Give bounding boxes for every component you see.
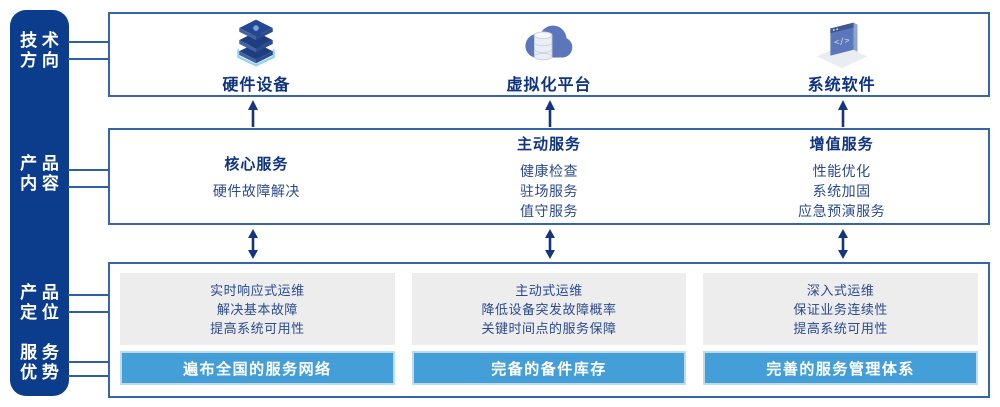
position-description-panel: 深入式运维 保证业务连续性 提高系统可用性 — [703, 273, 979, 345]
service-column-title: 增值服务 — [809, 135, 874, 153]
connector-line — [68, 294, 108, 296]
connector-line — [68, 186, 108, 188]
service-column-title: 核心服务 — [224, 155, 289, 173]
position-line: 实时响应式运维 — [210, 282, 305, 298]
product-position-panel: 实时响应式运维 解决基本故障 提高系统可用性 遍布全国的服务网络 主动式运维 降… — [108, 262, 990, 398]
position-line: 主动式运维 — [515, 282, 583, 298]
sidebar-label-line: 产 品 — [20, 283, 59, 302]
position-line: 深入式运维 — [806, 282, 875, 298]
advantage-badge: 完备的备件库存 — [411, 351, 687, 385]
tech-item-hardware: 硬件设备 — [110, 14, 403, 95]
product-content-panel: 核心服务 硬件故障解决 主动服务 健康检查 驻场服务 值守服务 增值服务 性能优… — [108, 128, 990, 225]
sidebar-label-line: 定 位 — [20, 303, 59, 322]
service-item: 驻场服务 — [520, 182, 578, 199]
position-description-panel: 主动式运维 降低设备突发故障概率 关键时间点的服务保障 — [411, 273, 687, 345]
sidebar-label-tech-direction: 技 术 方 向 — [10, 31, 69, 71]
service-item: 硬件故障解决 — [212, 182, 300, 199]
server-stack-icon — [237, 19, 276, 67]
advantage-badge: 遍布全国的服务网络 — [120, 351, 395, 385]
service-item: 应急预演服务 — [798, 202, 886, 219]
advantage-badge: 完善的服务管理体系 — [703, 351, 979, 385]
service-item: 健康检查 — [520, 162, 578, 179]
connector-line — [68, 311, 108, 313]
service-item: 系统加固 — [812, 182, 871, 199]
position-line: 保证业务连续性 — [793, 301, 888, 317]
tech-item-virtualization: 虚拟化平台 — [403, 14, 696, 95]
code-window-icon: </> — [816, 22, 867, 68]
sidebar-label-service-advantage: 服 务 优 势 — [10, 343, 69, 383]
tech-item-label: 虚拟化平台 — [506, 76, 592, 94]
position-line: 降低设备突发故障概率 — [481, 301, 617, 317]
connector-line — [68, 41, 108, 43]
up-arrow — [838, 100, 848, 127]
position-column-deep: 深入式运维 保证业务连续性 提高系统可用性 完善的服务管理体系 — [703, 264, 979, 396]
sidebar-label-line: 内 容 — [20, 174, 59, 193]
service-column-proactive: 主动服务 健康检查 驻场服务 值守服务 — [403, 130, 696, 223]
connector-line — [68, 169, 108, 171]
sidebar-label-line: 产 品 — [20, 154, 59, 173]
sidebar-label-line: 服 务 — [20, 343, 59, 362]
position-column-realtime: 实时响应式运维 解决基本故障 提高系统可用性 遍布全国的服务网络 — [120, 264, 395, 396]
connector-line — [68, 361, 108, 363]
position-line: 关键时间点的服务保障 — [481, 320, 617, 336]
connector-line — [68, 58, 108, 60]
svg-text:</>: </> — [833, 35, 850, 48]
service-column-title: 主动服务 — [517, 135, 582, 153]
cloud-database-icon — [525, 25, 573, 60]
service-item: 值守服务 — [520, 202, 578, 219]
tech-item-label: 硬件设备 — [222, 76, 291, 94]
category-sidebar: 技 术 方 向 产 品 内 容 产 品 定 位 服 务 优 势 — [10, 10, 69, 396]
service-item: 性能优化 — [812, 162, 871, 179]
sidebar-label-product-content: 产 品 内 容 — [10, 154, 69, 194]
tech-direction-panel: 硬件设备 虚拟化平台 — [108, 12, 990, 97]
tech-item-label: 系统软件 — [807, 76, 876, 94]
position-column-proactive: 主动式运维 降低设备突发故障概率 关键时间点的服务保障 完备的备件库存 — [411, 264, 687, 396]
double-arrow — [545, 229, 555, 259]
service-column-value-added: 增值服务 性能优化 系统加固 应急预演服务 — [695, 130, 988, 223]
up-arrow — [248, 100, 258, 127]
connector-line — [68, 375, 108, 377]
position-description-panel: 实时响应式运维 解决基本故障 提高系统可用性 — [120, 273, 395, 345]
service-column-core: 核心服务 硬件故障解决 — [110, 130, 403, 223]
up-arrow — [545, 100, 555, 127]
tech-item-system-software: </> 系统软件 — [695, 14, 988, 95]
double-arrow — [838, 229, 848, 259]
double-arrow — [248, 229, 258, 259]
position-line: 提高系统可用性 — [793, 320, 888, 336]
position-line: 解决基本故障 — [216, 301, 298, 317]
sidebar-label-product-position: 产 品 定 位 — [10, 283, 69, 323]
sidebar-label-line: 技 术 — [20, 31, 59, 50]
sidebar-label-line: 优 势 — [20, 363, 59, 382]
position-line: 提高系统可用性 — [210, 320, 305, 336]
sidebar-label-line: 方 向 — [20, 51, 59, 70]
